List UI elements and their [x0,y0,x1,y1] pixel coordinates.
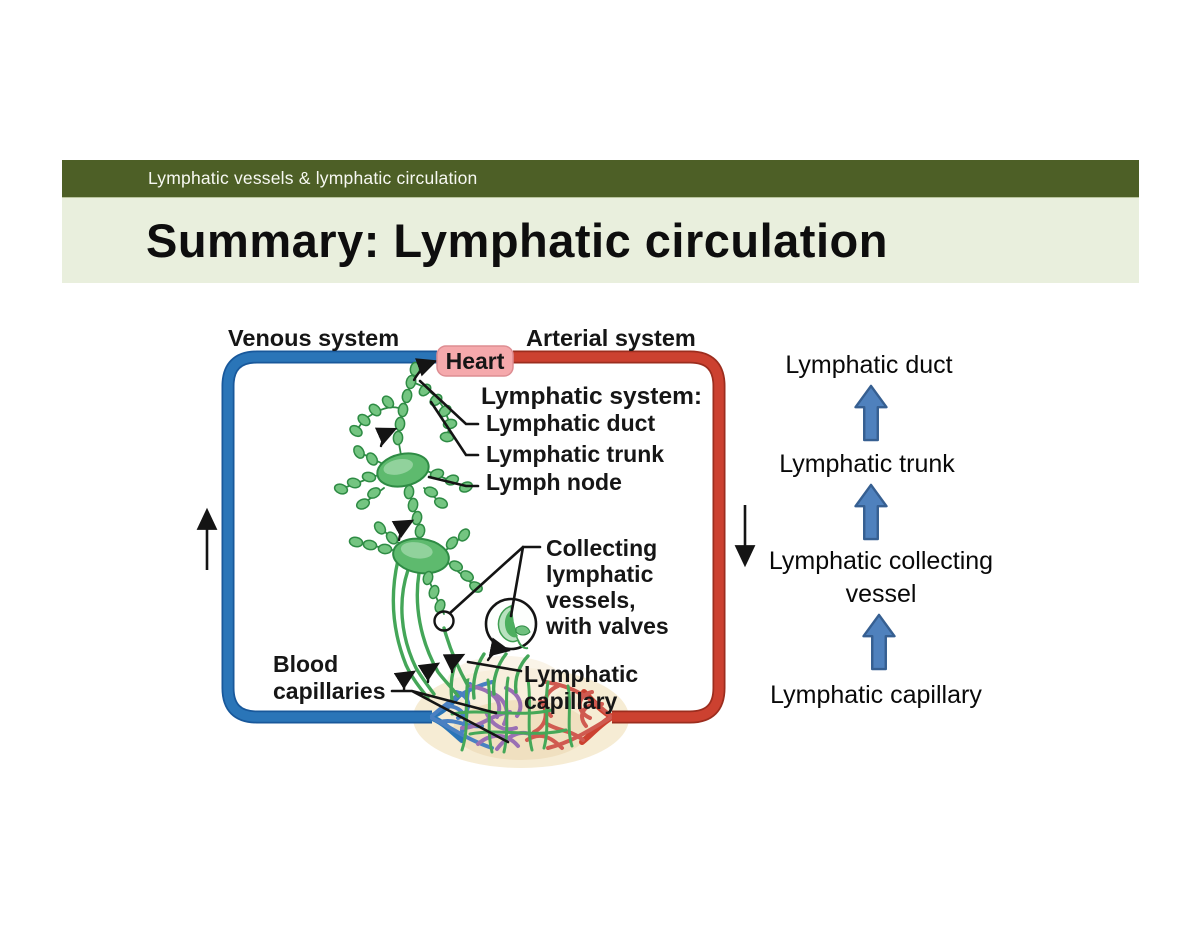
flowchart-item-lymphatic-collecting-vessel: Lymphatic collecting vessel [769,545,993,611]
blood-capillary-mesh [427,676,615,754]
up-arrow-icon [854,483,888,541]
lymphatic-trunk-label: Lymphatic trunk [486,441,664,467]
slide-title-band: Summary: Lymphatic circulation [62,198,1139,283]
up-arrow-icon [854,384,888,442]
blood-capillaries-label: Blood capillaries [273,651,386,704]
svg-text:with valves: with valves [545,613,669,639]
venous-system-label: Venous system [228,325,399,351]
lymphatic-duct-label: Lymphatic duct [486,410,655,436]
collecting-vessels-label: Collecting lymphatic vessels, with valve… [545,535,669,639]
slide-header-band: Lymphatic vessels & lymphatic circulatio… [62,160,1139,198]
flowchart-item-lymphatic-duct: Lymphatic duct [785,351,953,379]
flowchart-label-line2: vessel [845,580,917,608]
leader-lines [390,379,542,744]
svg-text:Collecting: Collecting [546,535,657,561]
lymphatic-chain [332,361,485,615]
up-arrow-icon [862,613,896,671]
lymphatic-system-heading: Lymphatic system: [481,383,702,410]
valve-detail-circle [433,597,538,651]
svg-text:vessels,: vessels, [546,587,636,613]
slide-header-text: Lymphatic vessels & lymphatic circulatio… [148,168,478,188]
arterial-vessel [513,350,726,724]
lymph-to-heart-arrow [412,358,438,382]
flowchart-item-lymphatic-capillary: Lymphatic capillary [770,681,982,709]
heart-label: Heart [446,348,505,374]
svg-text:capillary: capillary [524,688,618,714]
svg-text:Blood: Blood [273,651,338,677]
circulation-diagram: Heart Venous system Arterial system Lymp… [196,325,756,768]
venous-vessel [221,350,437,724]
svg-text:capillaries: capillaries [273,678,386,704]
lymphatic-capillary-label: Lymphatic capillary [524,661,638,714]
lymph-flow-arrows [374,358,511,692]
lymph-node-label: Lymph node [486,469,622,495]
arterial-system-label: Arterial system [526,325,696,351]
svg-text:lymphatic: lymphatic [546,561,654,587]
svg-text:Lymphatic: Lymphatic [524,661,638,687]
page-title: Summary: Lymphatic circulation [146,214,888,267]
flowchart-item-lymphatic-trunk: Lymphatic trunk [779,450,955,478]
heart-box: Heart [436,345,514,377]
flowchart-label-line1: Lymphatic collecting [768,547,994,575]
